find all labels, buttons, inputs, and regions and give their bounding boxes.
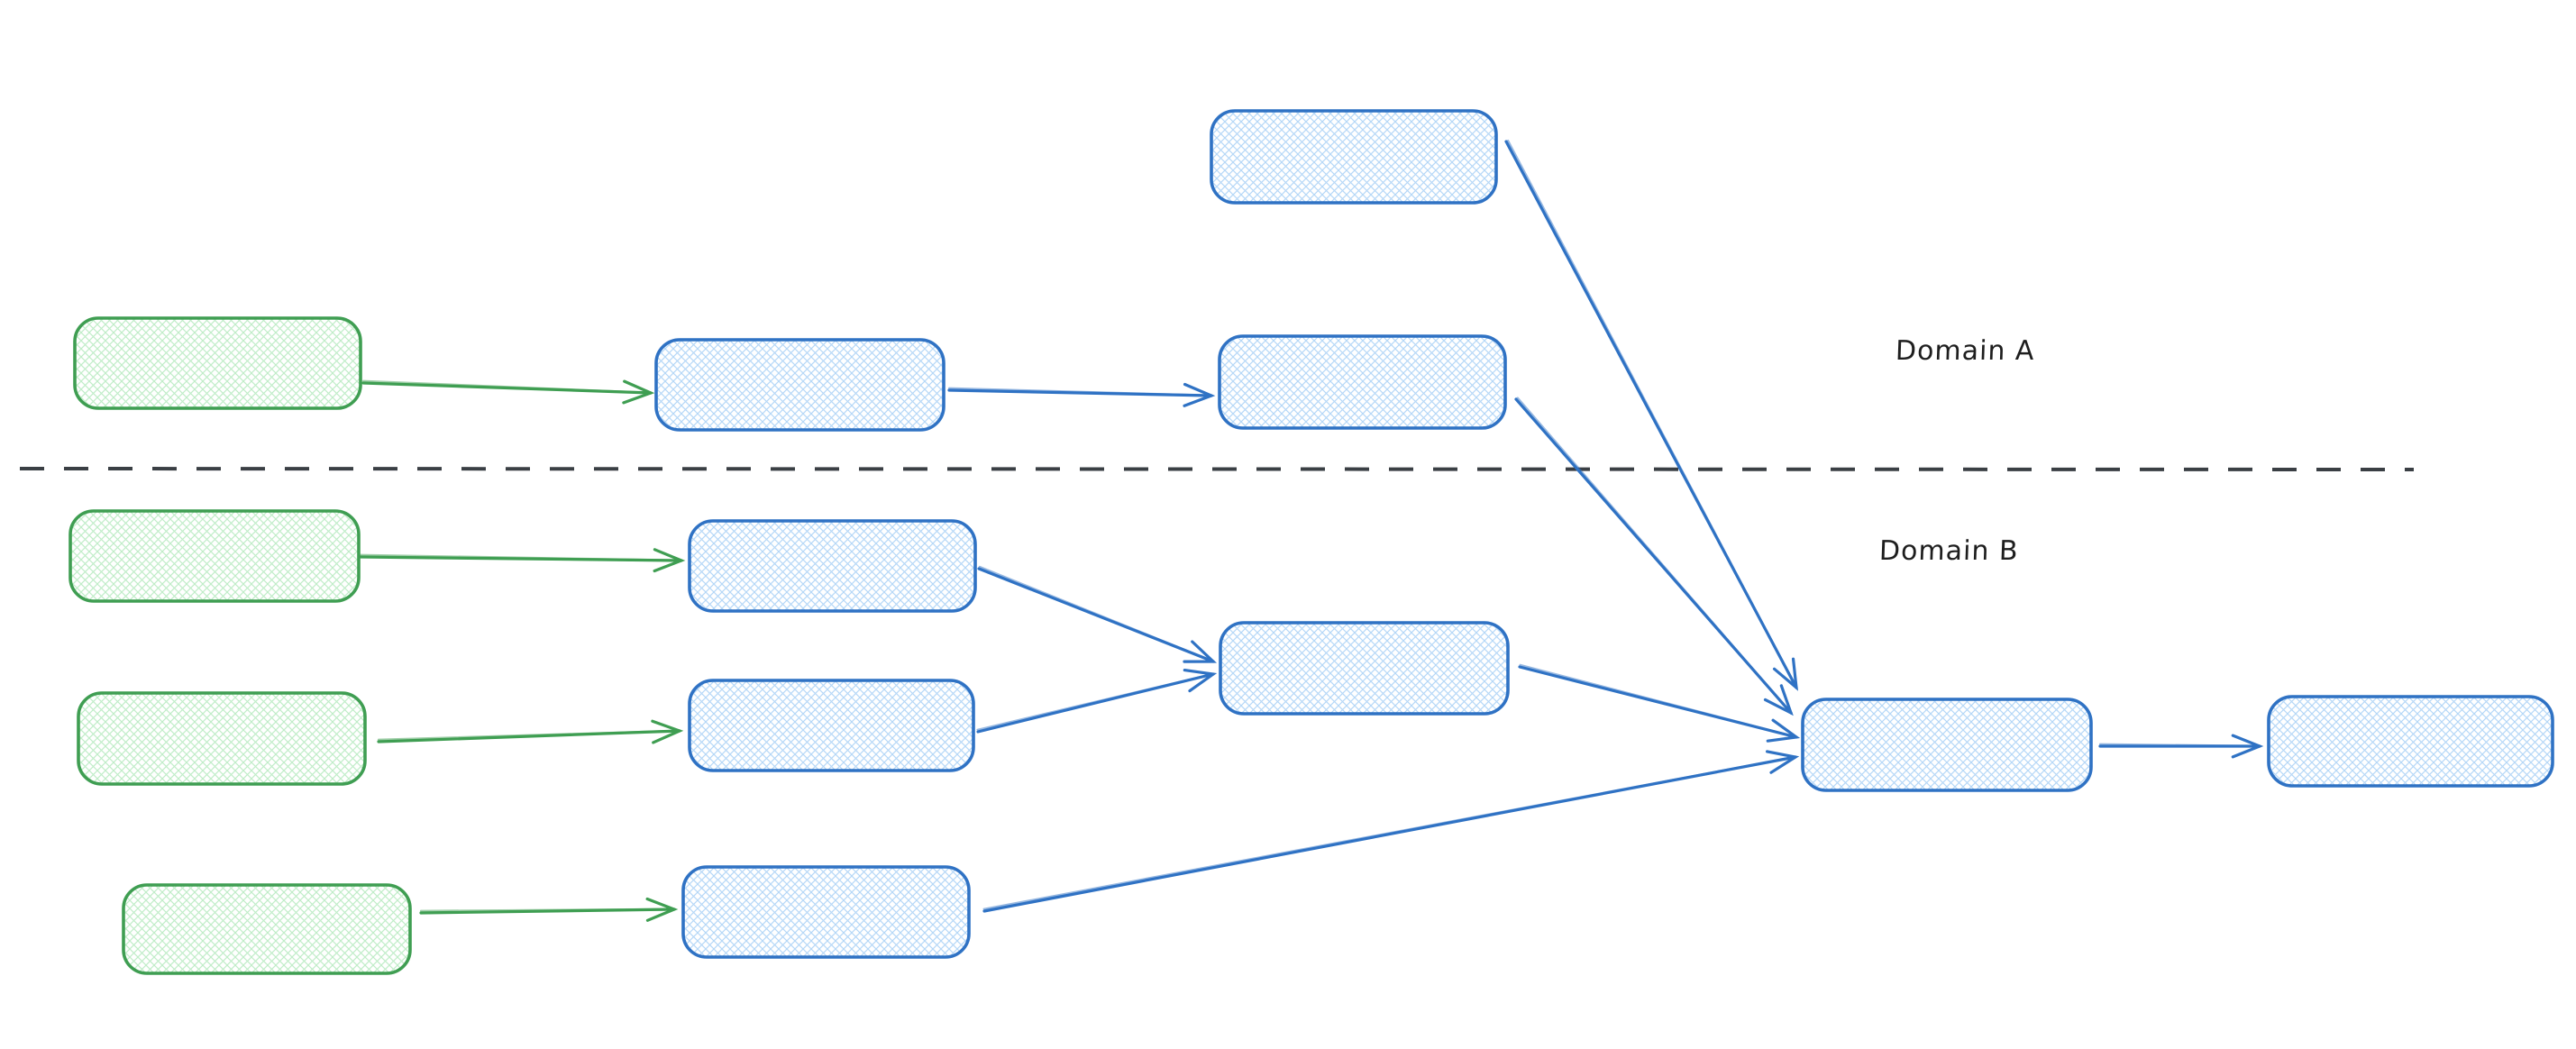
domain-a-green-source-box[interactable]: [73, 316, 362, 410]
edge-b-source3-to-row3[interactable]: [419, 897, 679, 922]
edge-row2-to-merge[interactable]: [976, 668, 1218, 734]
edge-row1-to-merge[interactable]: [977, 565, 1218, 663]
domain-b-green-source2-box[interactable]: [77, 691, 367, 786]
edge-stage1-to-stage2[interactable]: [947, 382, 1216, 407]
edge-stage2-to-aggregator[interactable]: [1514, 397, 1794, 716]
edge-b-source1-to-row1[interactable]: [359, 548, 686, 573]
edge-merge-to-aggregator[interactable]: [1518, 663, 1801, 743]
domain-a-label[interactable]: Domain A: [1895, 335, 2036, 367]
domain-b-label[interactable]: Domain B: [1878, 535, 2020, 567]
domain-b-green-source3-box[interactable]: [122, 883, 412, 975]
edge-aggregator-to-output[interactable]: [2098, 734, 2264, 759]
domain-b-blue-row1-box[interactable]: [688, 519, 977, 613]
edge-top-source-to-aggregator[interactable]: [1504, 139, 1799, 691]
output-blue-box[interactable]: [2267, 695, 2554, 788]
domain-b-blue-row3-box[interactable]: [681, 865, 971, 959]
domain-b-blue-row2-box[interactable]: [688, 679, 975, 772]
domain-b-blue-merge-box[interactable]: [1219, 621, 1510, 716]
edge-row3-to-aggregator[interactable]: [982, 750, 1800, 913]
domain-a-blue-stage1-box[interactable]: [654, 338, 945, 432]
domain-divider-line[interactable]: [19, 467, 2415, 471]
aggregator-blue-box[interactable]: [1801, 698, 2093, 792]
edge-domain-a-source-to-stage1[interactable]: [361, 379, 655, 405]
edge-b-source2-to-row2[interactable]: [377, 719, 684, 744]
domain-b-green-source1-box[interactable]: [69, 509, 361, 603]
domain-a-blue-stage2-box[interactable]: [1218, 334, 1507, 430]
top-blue-source-box[interactable]: [1210, 109, 1498, 205]
